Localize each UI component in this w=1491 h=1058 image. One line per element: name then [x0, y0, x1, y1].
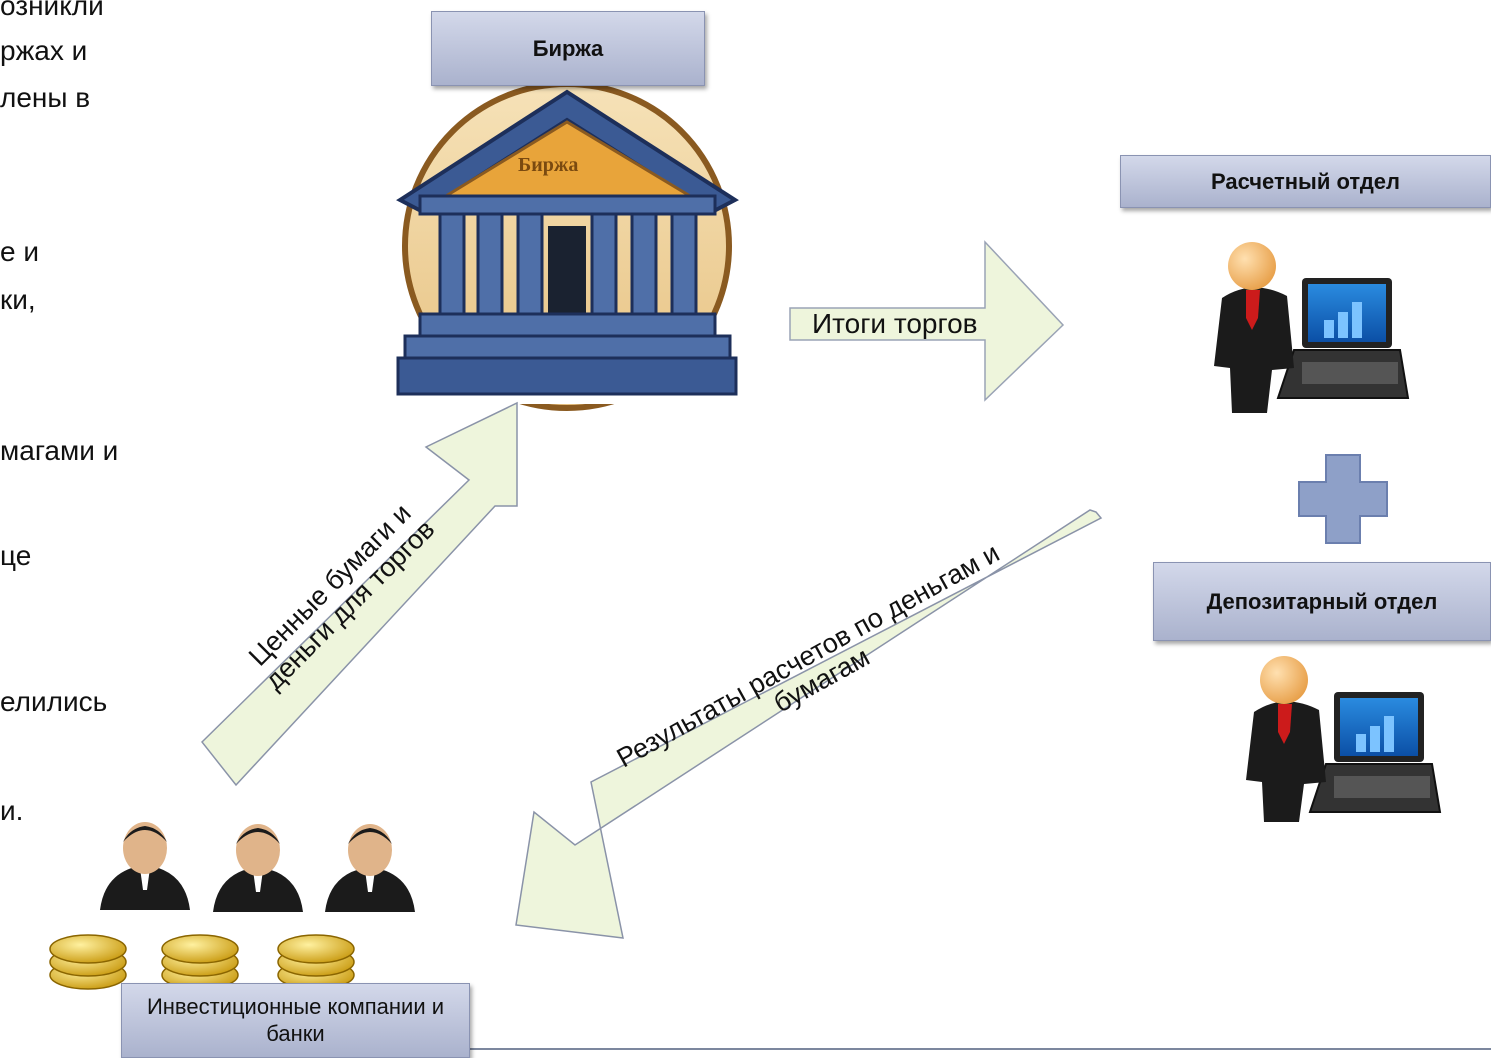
exchange-box: Биржа — [431, 11, 705, 86]
left-text-fragment: и. — [0, 795, 24, 826]
left-text-fragment: магами и — [0, 435, 119, 466]
trade-results-arrow — [789, 240, 1065, 402]
settlement-box: Расчетный отдел — [1120, 155, 1491, 208]
left-text-fragment: елились — [0, 686, 108, 717]
depository-box: Депозитарный отдел — [1153, 562, 1491, 641]
left-text-fragment: ржах и — [0, 35, 88, 66]
exchange-building-icon — [396, 81, 739, 411]
securities-money-arrow — [200, 401, 518, 787]
plus-icon — [1298, 454, 1388, 544]
settlement-results-arrow — [515, 509, 1103, 939]
trade-results-label: Итоги торгов — [812, 308, 978, 339]
left-text-fragment: е и — [0, 236, 39, 267]
investors-icon — [49, 822, 415, 990]
depository-clerk-icon — [1246, 656, 1442, 822]
left-text-fragment: ки, — [0, 284, 36, 315]
investors-box: Инвестиционные компании и банки — [121, 983, 470, 1058]
left-text-fragment: це — [0, 540, 32, 571]
left-text-fragment: лены в — [0, 82, 91, 113]
left-text-fragment: озникли — [0, 0, 104, 21]
settlement-clerk-icon — [1214, 242, 1410, 413]
building-sign-text: Биржа — [518, 154, 579, 176]
